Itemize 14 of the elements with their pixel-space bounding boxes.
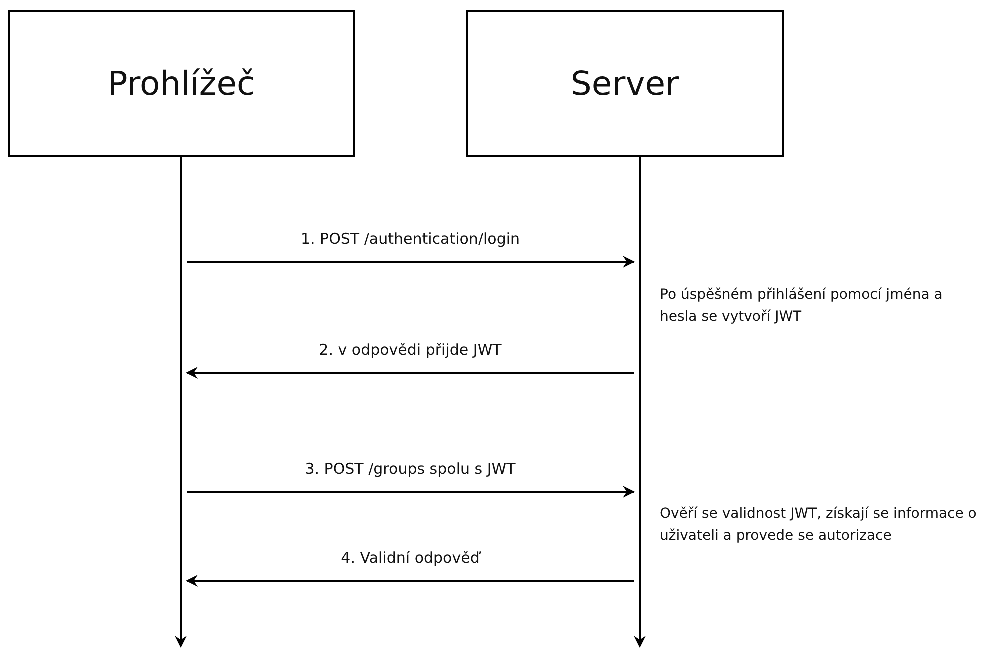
note-text: Ověří se validnost JWT, získají se informace o uživateli a provede se autorizace [660, 505, 978, 546]
note-text: Po úspěšném přihlášení pomocí jména a hesla se vytvoří JWT [660, 286, 944, 327]
participant-box: Server [466, 10, 784, 157]
message-arrow [187, 256, 635, 268]
message-arrow [186, 575, 634, 587]
lifeline-arrow [634, 157, 646, 648]
message-label: 1. POST /authentication/login [300, 230, 520, 248]
message-label: 4. Validní odpověď [341, 549, 480, 567]
message-label: 3. POST /groups spolu s JWT [305, 460, 516, 478]
participant-box: Prohlížeč [8, 10, 355, 157]
message-label: 2. v odpovědi přijde JWT [319, 341, 502, 359]
message-arrow [187, 486, 635, 498]
message-arrow [186, 367, 634, 379]
lifeline-arrow [175, 157, 187, 648]
